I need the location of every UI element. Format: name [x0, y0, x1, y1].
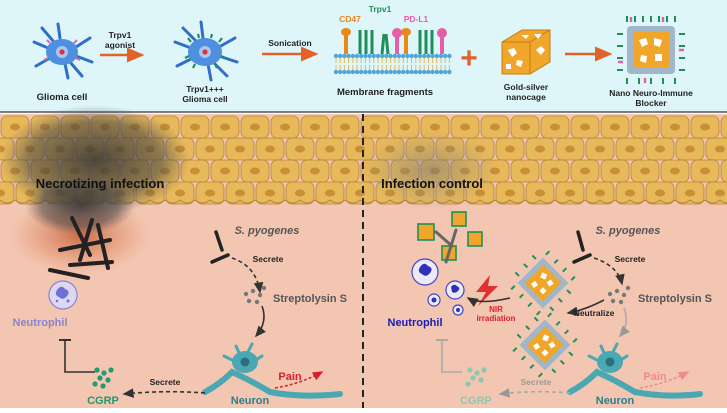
neutralize-label: Neutralize: [574, 308, 615, 318]
blocker-label-2: Blocker: [635, 98, 667, 108]
right-neutrophil-label: Neutrophil: [388, 317, 443, 329]
streptolysin-s-icon-right: [607, 285, 631, 305]
right-pain-label: Pain: [643, 371, 667, 383]
agonist-label-1: Trpv1: [109, 30, 132, 40]
nir-lightning-icon: [476, 275, 498, 306]
cgrp-icon-right: [465, 367, 487, 387]
right-neuron-label: Neuron: [596, 395, 635, 407]
residual-cloud: [360, 130, 500, 210]
left-neutrophil-label: Neutrophil: [13, 317, 68, 329]
blocker-label-1: Nano Neuro-Immune: [609, 88, 693, 98]
s-pyogenes-icon-right: [572, 230, 592, 264]
agonist-label-2: agonist: [105, 40, 135, 50]
s-pyogenes-cluster-icon: [48, 216, 114, 280]
glioma-cell-icon: [32, 22, 94, 80]
nir-label-2: irradiation: [476, 314, 515, 323]
plus-sign: +: [460, 42, 478, 75]
trpv1-glioma-label-1: Trpv1+++: [186, 84, 224, 94]
nanocage-label-1: Gold-silver: [504, 82, 549, 92]
right-inhibition-line: [441, 340, 462, 373]
right-secrete-1: Secrete: [615, 254, 646, 264]
blocker-lower-icon: [512, 312, 578, 378]
neutrophil-icon: [48, 280, 78, 310]
nanocage-label-2: nanocage: [506, 92, 546, 102]
left-pathogen-label: S. pyogenes: [235, 225, 300, 237]
right-title: Infection control: [381, 176, 483, 191]
right-secrete-2: Secrete: [521, 377, 552, 387]
neutrophil-icon-right: [411, 258, 465, 316]
membrane-fragment-icon: [333, 28, 452, 75]
pdl1-label: PD-L1: [404, 14, 429, 24]
trpv1-glioma-cell-icon: [173, 20, 239, 82]
right-pain-arrow: [639, 371, 690, 389]
pdl1-receptor-icon: [392, 28, 447, 54]
left-cgrp-label: CGRP: [87, 395, 119, 407]
membrane-fragments-label: Membrane fragments: [337, 87, 433, 98]
gold-silver-nanocage-icon: [501, 29, 551, 75]
cd47-label: CD47: [339, 14, 361, 24]
blocker-upper-icon: [510, 250, 576, 316]
left-title: Necrotizing infection: [36, 176, 165, 191]
left-secrete-arrow: [231, 257, 264, 294]
left-secrete-2: Secrete: [150, 377, 181, 387]
right-panel: Infection control: [360, 130, 712, 407]
right-secrete-arrow: [593, 257, 625, 286]
neuron-icon: [202, 342, 343, 399]
left-cgrp-secrete-arrow: [122, 388, 206, 398]
trpv1-glioma-label-2: Glioma cell: [182, 94, 227, 104]
right-cgrp-label: CGRP: [460, 395, 492, 407]
blocker-to-neutrophil-arrow: [466, 297, 511, 307]
right-toxin-label: Streptolysin S: [638, 293, 712, 305]
cgrp-icon: [92, 367, 114, 389]
neuron-icon-right: [567, 342, 703, 399]
cd47-receptor-icon: [341, 28, 411, 54]
left-panel: Necrotizing infection Neutrophil S. pyog…: [0, 105, 347, 407]
right-pathogen-label: S. pyogenes: [596, 225, 661, 237]
left-neuron-label: Neuron: [231, 395, 270, 407]
left-pain-arrow: [274, 371, 324, 389]
s-pyogenes-icon: [210, 230, 230, 264]
trpv1-receptor-icon: [358, 30, 434, 55]
left-toxin-label: Streptolysin S: [273, 293, 347, 305]
right-toxin-to-neuron-arrow: [618, 307, 630, 338]
left-pain-label: Pain: [278, 371, 302, 383]
left-inhibition-line: [64, 340, 95, 373]
left-toxin-to-neuron-arrow: [254, 305, 266, 338]
trpv1-label: Trpv1: [369, 4, 392, 14]
neutralize-arrow: [566, 299, 605, 317]
glioma-cell-label: Glioma cell: [37, 92, 88, 103]
left-secrete-1: Secrete: [253, 254, 284, 264]
right-cgrp-secrete-arrow: [498, 388, 571, 398]
nir-label-1: NIR: [489, 305, 503, 314]
nano-neuro-immune-blocker-icon: [617, 16, 685, 84]
sonication-label: Sonication: [268, 38, 311, 48]
streptolysin-s-icon: [243, 285, 267, 305]
